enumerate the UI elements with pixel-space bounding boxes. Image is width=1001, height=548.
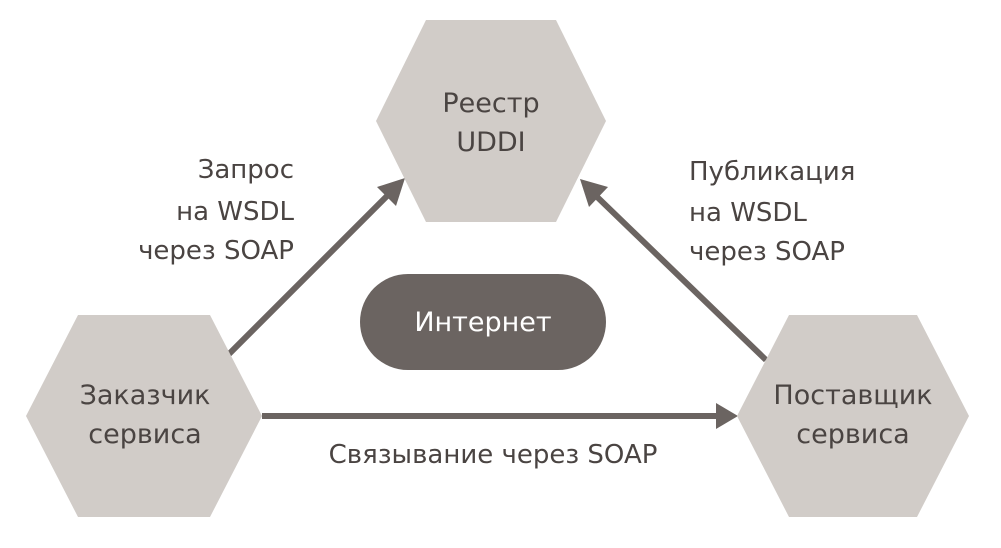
request-label: Запрос на WSDL через SOAP (138, 155, 294, 266)
publish-label-line3: через SOAP (689, 237, 845, 267)
arrow-provider-to-registry (580, 179, 769, 363)
request-label-line1: Запрос (198, 155, 294, 185)
publish-label-line1: Публикация (689, 157, 855, 187)
provider-label-line1: Поставщик (773, 380, 932, 411)
internet-label: Интернет (414, 307, 551, 338)
arrow-client-to-provider (262, 403, 738, 429)
provider-label-line2: сервиса (796, 419, 909, 450)
request-label-line3: через SOAP (138, 236, 294, 266)
client-node: Заказчик сервиса (26, 315, 262, 517)
binding-label: Связывание через SOAP (329, 440, 658, 470)
arrow-client-to-registry (225, 178, 405, 358)
request-label-line2: на WSDL (176, 197, 294, 227)
client-label-line1: Заказчик (80, 380, 211, 411)
registry-node: Реестр UDDI (376, 20, 606, 222)
registry-label-line1: Реестр (442, 88, 539, 119)
registry-label-line2: UDDI (456, 127, 525, 158)
internet-pill: Интернет (360, 274, 606, 370)
client-label-line2: сервиса (88, 419, 201, 450)
provider-node: Поставщик сервиса (737, 315, 969, 517)
publish-label: Публикация на WSDL через SOAP (689, 157, 855, 267)
publish-label-line2: на WSDL (689, 198, 807, 228)
